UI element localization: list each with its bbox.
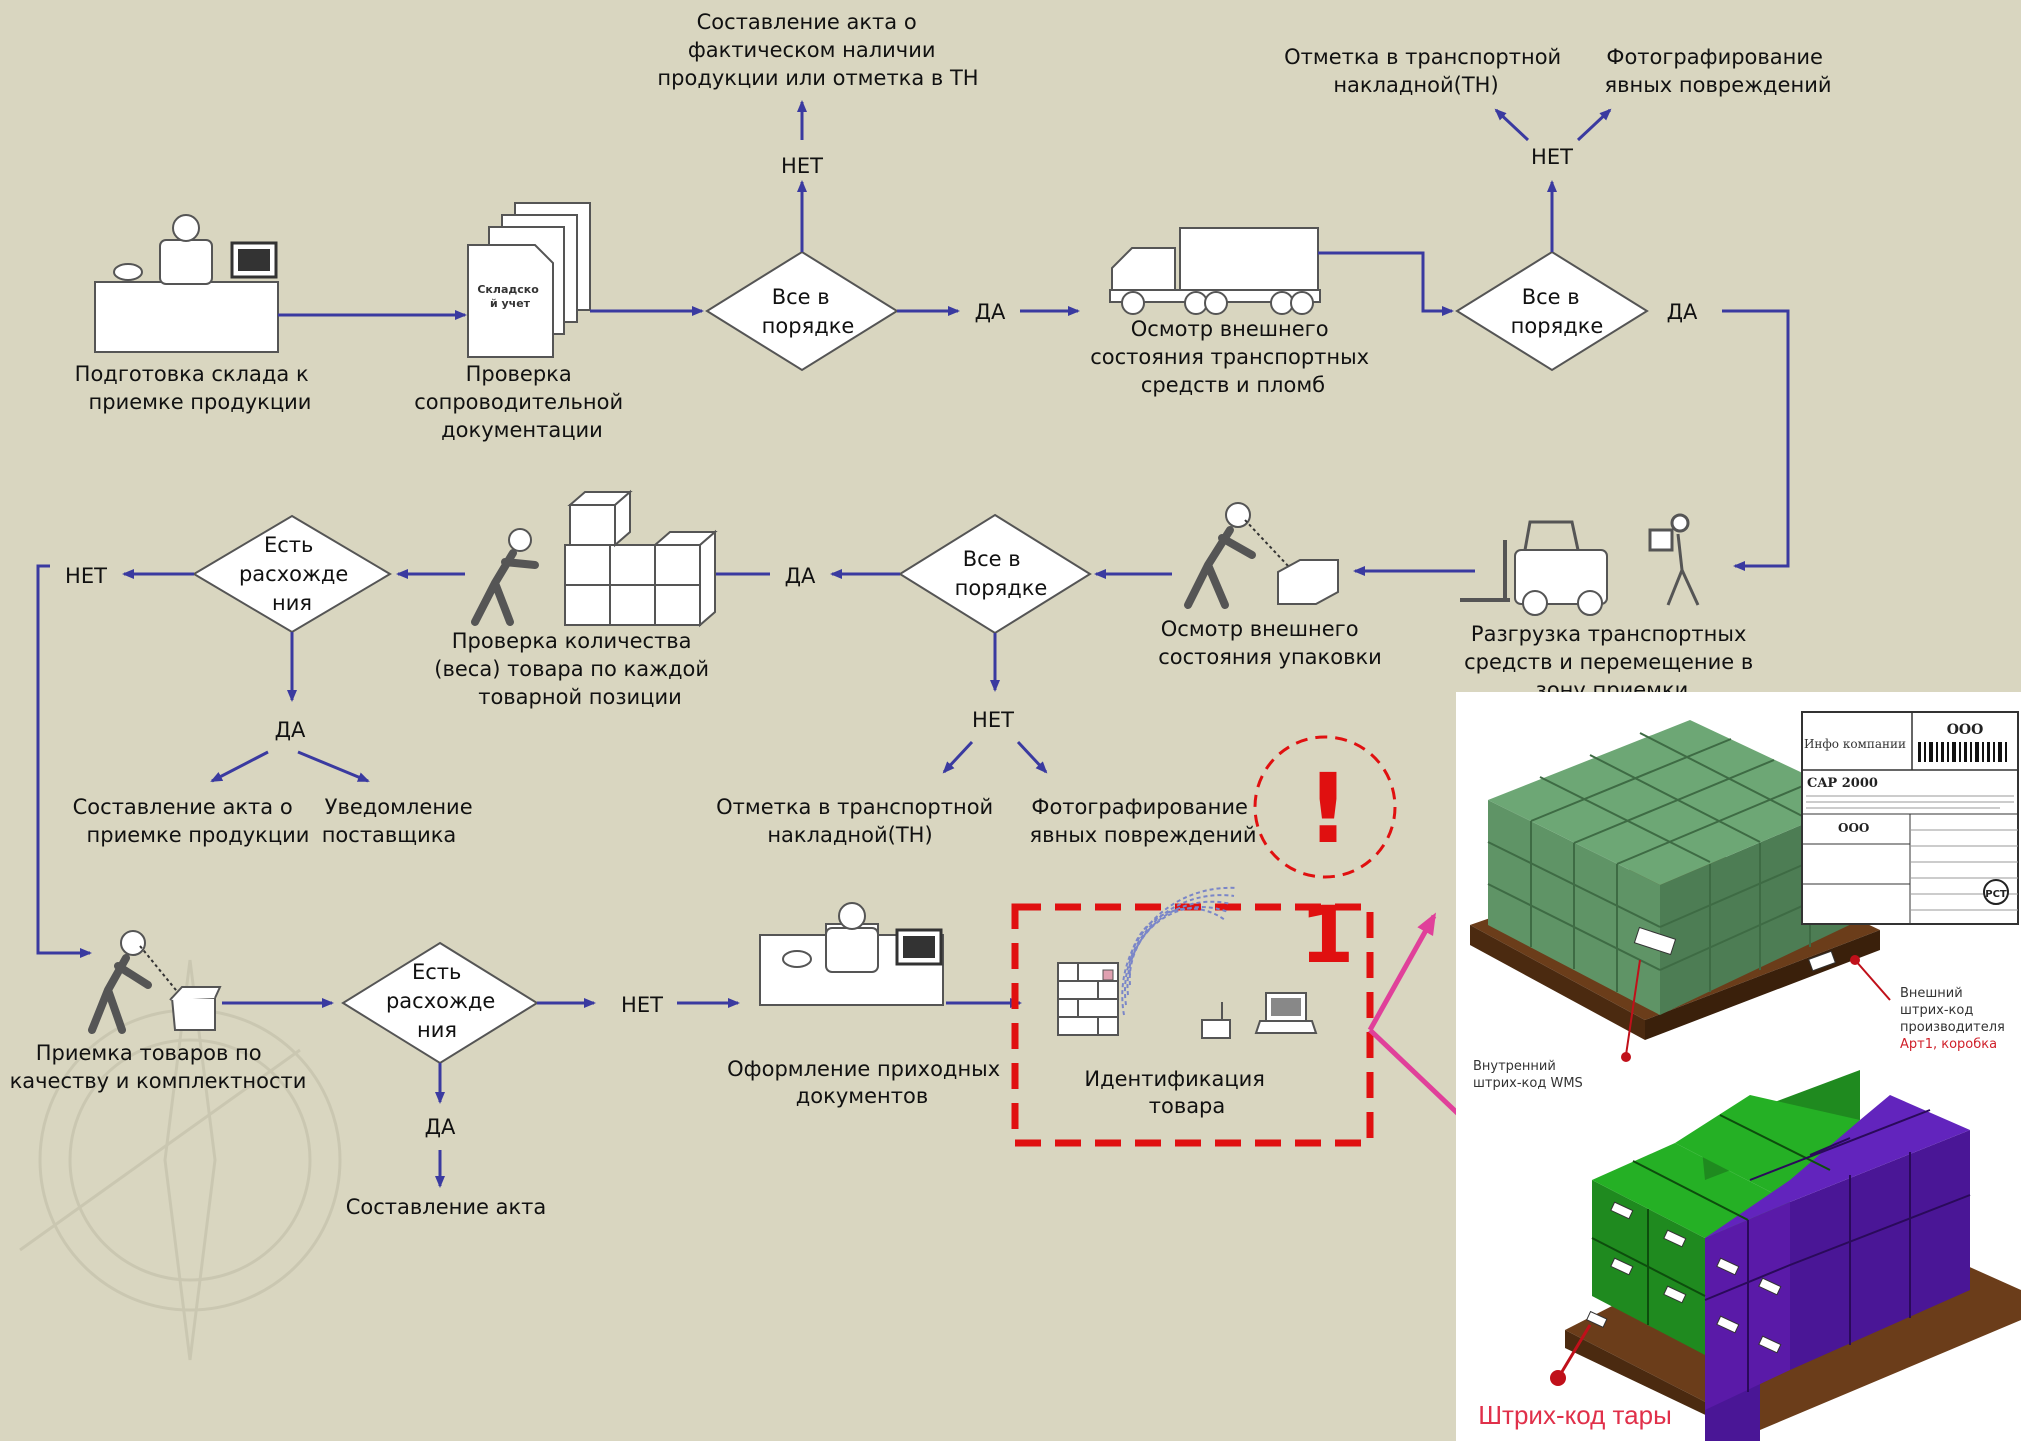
edge [36,564,92,958]
decision-1 [705,250,899,372]
label-act4: Составление акта о приемке продукции [73,795,310,847]
label-yes4: ДА [275,718,306,742]
svg-text:Инфо компании: Инфо компании [1804,737,1906,751]
quality-inspector-icon [88,930,222,1034]
callout-number: 1 [1300,891,1354,981]
label-vehicle: Осмотр внешнего состояния транспортных с… [1090,317,1376,397]
svg-text:Складско й учет: Складско й учет [477,283,542,310]
label-photo3: Фотографирование явных повреждений [1029,795,1256,847]
label-no2: НЕТ [1531,145,1573,169]
label-quality: Приемка товаров по качеству и комплектно… [10,1041,307,1093]
pointer-arrow-top [1367,912,1437,1032]
green-pallet-image [1470,720,1891,1062]
decision-3 [898,513,1092,635]
label-dec5: Есть расхожде ния [386,960,502,1042]
edge [297,750,370,783]
label-income: Оформление приходных документов [727,1057,1007,1108]
documents-icon: Складско й учет [467,202,591,358]
label-mark3: Отметка в транспортной накладной(ТН) [716,795,1000,847]
edge [1318,251,1454,316]
svg-text:ООО: ООО [1947,722,1984,738]
label-unload: Разгрузка транспортных средств и перемещ… [1464,622,1760,702]
edge [1494,108,1530,142]
label-dec2: Все в порядке [1511,285,1604,338]
label-yes5: ДА [425,1115,456,1139]
label-yes1: ДА [975,300,1006,324]
label-photo2: Фотографирование явных повреждений [1604,45,1831,97]
label-no5: НЕТ [621,993,663,1017]
label-ident: Идентификация товара [1084,1067,1271,1118]
desk-icon [94,214,279,353]
identification-highlight [1011,903,1374,1147]
svg-text:ООО: ООО [1838,821,1869,835]
edge [1016,740,1048,774]
label-act5: Составление акта [346,1195,547,1219]
forklift-icon [1460,520,1608,616]
edge [1576,108,1612,142]
label-prep: Подготовка склада к приемке продукции [75,362,316,414]
label-qty: Проверка количества (веса) товара по каж… [434,629,715,709]
label-container-barcode: Штрих-код тары [1478,1400,1672,1430]
label-mark2: Отметка в транспортной накладной(ТН) [1284,45,1568,97]
label-docs: Проверка сопроводительной документации [414,362,630,442]
shipping-label-image: Инфо компании ООО CAP 2000 ООО РСТ [1801,711,2019,925]
attention-mark: ! [1306,753,1350,865]
scanner-icon [1201,1002,1231,1039]
label-yes2: ДА [1667,300,1698,324]
svg-text:РСТ: РСТ [1985,889,2007,900]
desk-icon-2 [759,902,944,1006]
edge [210,750,269,783]
edge [1722,309,1790,571]
stacked-boxes-icon [471,489,718,628]
rfid-reader-icon [1057,962,1119,1036]
mixed-pallet-image [1550,1070,2021,1441]
label-no3: НЕТ [972,708,1014,732]
label-inner-barcode: Внутренний штрих-код WMS [1473,1059,1583,1091]
label-dec4: Есть расхожде ния [239,533,355,615]
label-notify4: Уведомление поставщика [322,795,480,847]
truck-icon [1109,227,1321,315]
label-dec1: Все в порядке [762,285,855,338]
label-no1: НЕТ [781,154,823,178]
label-pack: Осмотр внешнего состояния упаковки [1158,617,1382,669]
inspector-icon [1184,502,1339,609]
carrier-person-icon [1648,513,1700,606]
label-act1: Составление акта о фактическом наличии п… [657,10,978,90]
signal-waves-icon [1121,886,1238,1016]
edge [942,740,974,774]
attention-circle [1253,735,1397,879]
decision-2 [1455,250,1649,372]
svg-text:CAP 2000: CAP 2000 [1807,776,1878,791]
barcode-icon [1918,742,2007,762]
label-no4: НЕТ [65,564,107,588]
label-outer-barcode: Внешний штрих-код производителя Арт1, ко… [1900,986,2009,1052]
laptop-icon [1254,992,1318,1034]
label-dec3: Все в порядке [955,547,1048,600]
label-yes3: ДА [785,564,816,588]
